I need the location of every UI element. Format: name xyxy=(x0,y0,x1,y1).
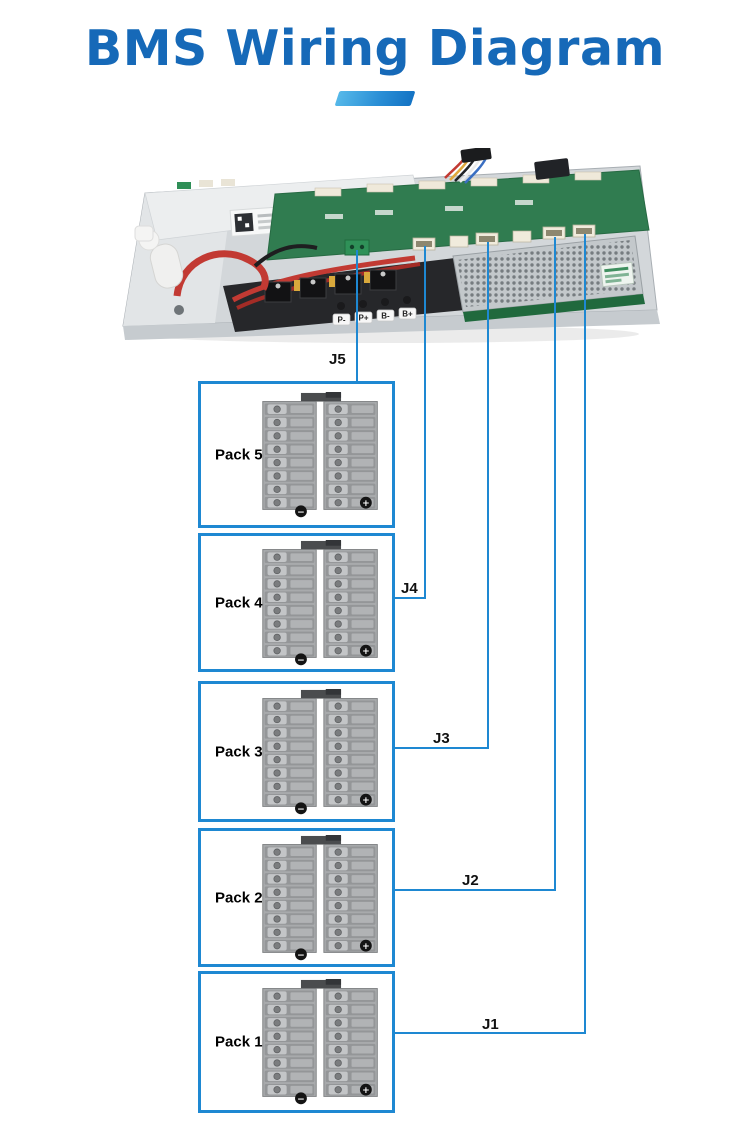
pack-label: Pack 2 xyxy=(215,889,263,906)
plus-terminal-label: + xyxy=(362,1086,370,1096)
battery-pack-illustration: −+ xyxy=(262,979,378,1105)
terminal-label-b-plus: B+ xyxy=(398,307,417,320)
bms-photo: P- P+ B- B+ xyxy=(122,148,660,343)
wire-label-j3: J3 xyxy=(433,730,450,747)
terminal-label-p-minus: P- xyxy=(332,313,351,326)
plus-terminal xyxy=(359,939,372,952)
connector-j1 xyxy=(572,224,596,238)
wire-label-j4: J4 xyxy=(401,580,418,597)
minus-terminal-label: − xyxy=(297,1095,305,1105)
pack-box-pack-1: Pack 1 −+ xyxy=(198,971,395,1113)
battery-pack-illustration: −+ xyxy=(262,391,378,517)
svg-text:B+: B+ xyxy=(402,310,413,319)
plus-terminal xyxy=(359,644,372,657)
pack-label: Pack 4 xyxy=(215,594,263,611)
minus-terminal xyxy=(295,801,307,814)
minus-terminal-label: − xyxy=(297,655,305,665)
pack-label: Pack 5 xyxy=(215,446,263,463)
plus-terminal-label: + xyxy=(362,796,370,806)
pack-box-pack-3: Pack 3 −+ xyxy=(198,681,395,822)
terminal-label-p-plus: P+ xyxy=(354,311,373,324)
connector-j4 xyxy=(412,237,436,251)
plus-terminal-label: + xyxy=(362,942,370,952)
minus-terminal-label: − xyxy=(297,950,305,960)
connector-j2 xyxy=(542,226,566,240)
battery-pack-illustration: −+ xyxy=(262,539,378,665)
pack-label: Pack 3 xyxy=(215,743,263,760)
pack-box-pack-2: Pack 2 −+ xyxy=(198,828,395,967)
title-underline-accent xyxy=(334,91,416,106)
plus-terminal xyxy=(359,793,372,806)
svg-text:P+: P+ xyxy=(358,314,368,323)
plus-terminal xyxy=(359,1083,372,1096)
battery-pack-illustration: −+ xyxy=(262,688,378,814)
plus-terminal-label: + xyxy=(362,647,370,657)
red-cable-loop xyxy=(173,244,318,297)
minus-terminal xyxy=(295,947,307,960)
page-title: BMS Wiring Diagram xyxy=(84,20,666,77)
svg-text:B-: B- xyxy=(381,312,390,321)
psu-label-sticker xyxy=(600,261,635,287)
vent-hole xyxy=(174,305,184,315)
wire-label-j1: J1 xyxy=(482,1016,499,1033)
wire-label-j2: J2 xyxy=(462,872,479,889)
minus-terminal xyxy=(295,504,307,517)
qr-code xyxy=(234,212,254,233)
svg-text:P-: P- xyxy=(338,316,346,325)
wire-harness xyxy=(444,148,570,184)
minus-terminal-label: − xyxy=(297,507,305,517)
plus-terminal xyxy=(359,496,372,509)
minus-terminal xyxy=(295,1092,307,1105)
pack-label: Pack 1 xyxy=(215,1033,263,1051)
plus-terminal-label: + xyxy=(362,499,370,509)
minus-terminal xyxy=(295,652,307,665)
connector-j5 xyxy=(344,239,370,256)
wire-j1 xyxy=(395,234,586,1034)
wire-label-j5: J5 xyxy=(329,351,346,368)
pack-box-pack-4: Pack 4 −+ xyxy=(198,533,395,672)
battery-pack-illustration: −+ xyxy=(262,834,378,960)
pack-box-pack-5: Pack 5 −+ xyxy=(198,381,395,528)
terminal-label-b-minus: B- xyxy=(376,309,395,322)
red-wire xyxy=(231,255,416,303)
white-valve xyxy=(134,225,184,289)
connector-j3 xyxy=(475,232,499,246)
minus-terminal-label: − xyxy=(297,804,305,814)
